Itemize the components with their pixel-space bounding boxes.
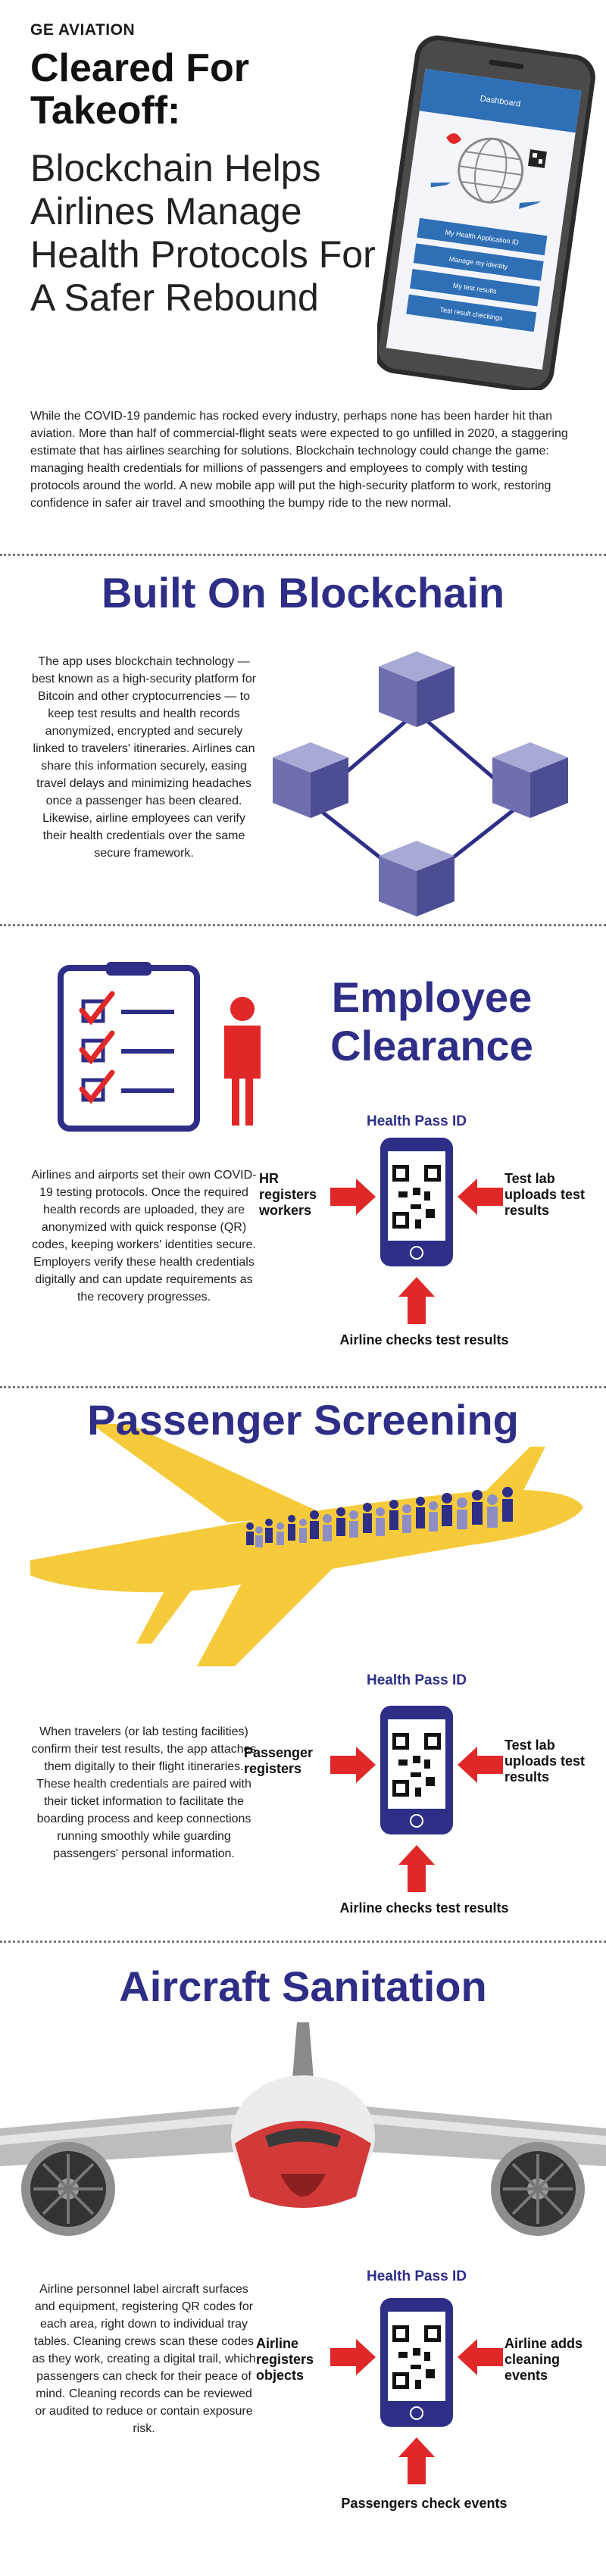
health-pass-title: Health Pass ID xyxy=(367,1113,467,1129)
diagram-left-label: Airline registers objects xyxy=(256,2336,314,2383)
section-title-employee: Employee Clearance xyxy=(288,973,576,1070)
diagram-right-label: Test lab uploads test results xyxy=(504,1171,586,1218)
diagram-left-label: HR registers workers xyxy=(259,1171,317,1218)
headline: Cleared For Takeoff: xyxy=(30,47,364,132)
divider xyxy=(0,1386,606,1388)
headline-line2: Takeoff: xyxy=(30,89,181,133)
blockchain-text: The app uses blockchain technology — bes… xyxy=(31,655,257,860)
divider xyxy=(0,554,606,556)
employee-title-line1: Employee xyxy=(331,973,533,1021)
intro-paragraph: While the COVID-19 pandemic has rocked e… xyxy=(30,410,568,510)
hero-phone-illustration: Dashboard My Health Application ID Manag… xyxy=(377,35,595,390)
passenger-text: When travelers (or lab testing facilitie… xyxy=(31,1725,257,1860)
blockchain-cubes-illustration xyxy=(273,651,568,916)
diagram-bottom-label: Passengers check events xyxy=(341,2496,508,2511)
health-pass-phone-diagram xyxy=(330,1138,503,1324)
employee-title-line2: Clearance xyxy=(330,1022,533,1069)
section-title-passenger: Passenger Screening xyxy=(87,1396,519,1444)
health-pass-title: Health Pass ID xyxy=(367,2268,467,2284)
health-pass-title: Health Pass ID xyxy=(367,1672,467,1688)
passenger-plane-illustration xyxy=(30,1424,583,1666)
diagram-right-label: Airline adds cleaning events xyxy=(504,2336,583,2383)
sanitation-text: Airline personnel label aircraft surface… xyxy=(32,2283,256,2435)
employee-text: Airlines and airports set their own COVI… xyxy=(31,1169,257,1304)
divider xyxy=(0,1941,606,1943)
brand-name: GE AVIATION xyxy=(30,21,136,39)
aircraft-front-illustration xyxy=(0,2022,606,2236)
checklist-worker-illustration xyxy=(58,962,261,1132)
diagram-left-label: Passenger registers xyxy=(244,1745,314,1776)
diagram-bottom-label: Airline checks test results xyxy=(339,1332,509,1347)
diagram-right-label: Test lab uploads test results xyxy=(504,1738,586,1784)
subheadline: Blockchain Helps Airlines Manage Health … xyxy=(30,147,376,319)
diagram-bottom-label: Airline checks test results xyxy=(339,1900,509,1916)
section-title-sanitation: Aircraft Sanitation xyxy=(119,1962,487,2010)
section-title-blockchain: Built On Blockchain xyxy=(101,569,505,617)
health-pass-phone-diagram xyxy=(330,2298,503,2484)
divider xyxy=(0,924,606,926)
headline-line1: Cleared For xyxy=(30,46,249,90)
health-pass-phone-diagram xyxy=(330,1706,503,1892)
